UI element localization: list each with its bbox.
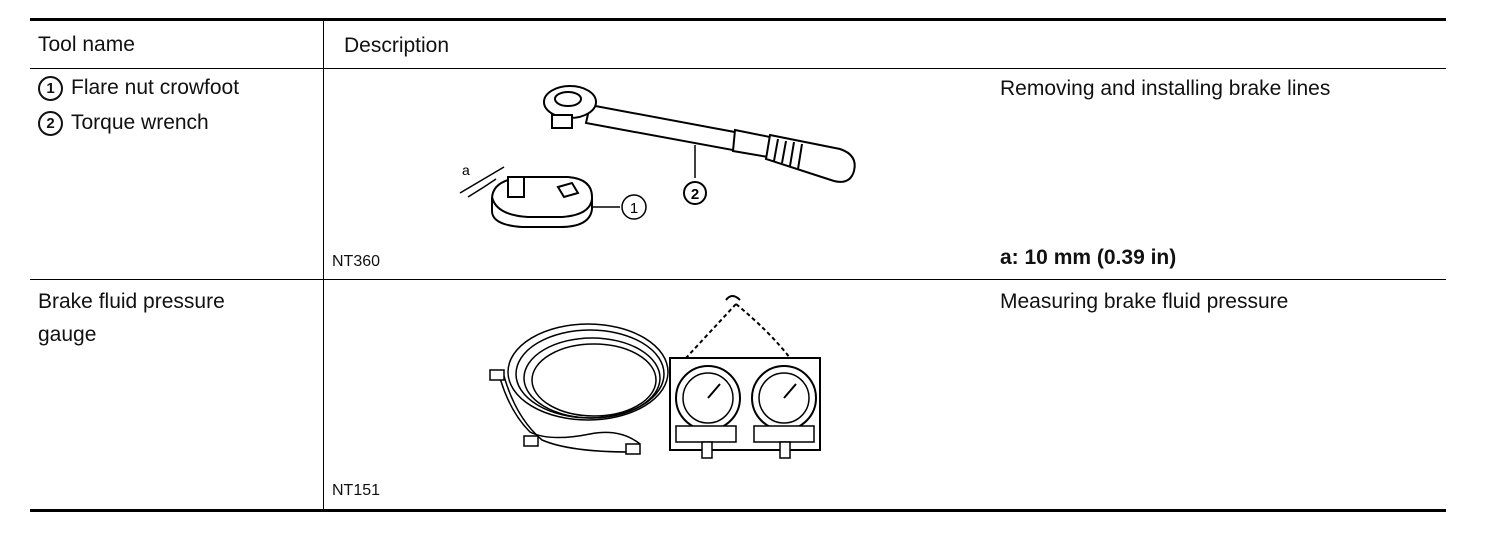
usage-2: Measuring brake fluid pressure: [1000, 290, 1289, 313]
callout-2-label: 2: [691, 186, 699, 203]
header-description: Description: [344, 34, 450, 57]
number-circle: 1: [38, 76, 63, 101]
number-circle: 2: [38, 111, 63, 136]
tool-item-1: 1 Flare nut crowfoot: [38, 76, 239, 101]
dimension-a-label: a: [462, 162, 470, 178]
tool-name: Flare nut crowfoot: [71, 76, 240, 99]
callout-1-label: 1: [630, 200, 638, 217]
flare-nut-torque-wrench-illustration: 2 a 1: [459, 85, 856, 228]
tool-name-line1: Brake fluid pressure: [38, 290, 225, 313]
spec-1: a: 10 mm (0.39 in): [1000, 246, 1177, 269]
figure-code-2: NT151: [332, 482, 381, 499]
header-tool-name: Tool name: [38, 33, 135, 56]
table-top-rule: [30, 18, 1446, 21]
brake-fluid-pressure-gauge-illustration: [489, 295, 821, 459]
tool-name: Torque wrench: [71, 111, 209, 134]
table-bottom-rule: [30, 509, 1446, 512]
row-divider: [30, 279, 1446, 280]
tool-name-line2: gauge: [38, 323, 97, 346]
tool-item-2: 2 Torque wrench: [38, 111, 209, 136]
figure-code-1: NT360: [332, 253, 381, 270]
header-divider: [30, 68, 1446, 69]
usage-1: Removing and installing brake lines: [1000, 77, 1331, 100]
column-divider: [323, 20, 324, 512]
